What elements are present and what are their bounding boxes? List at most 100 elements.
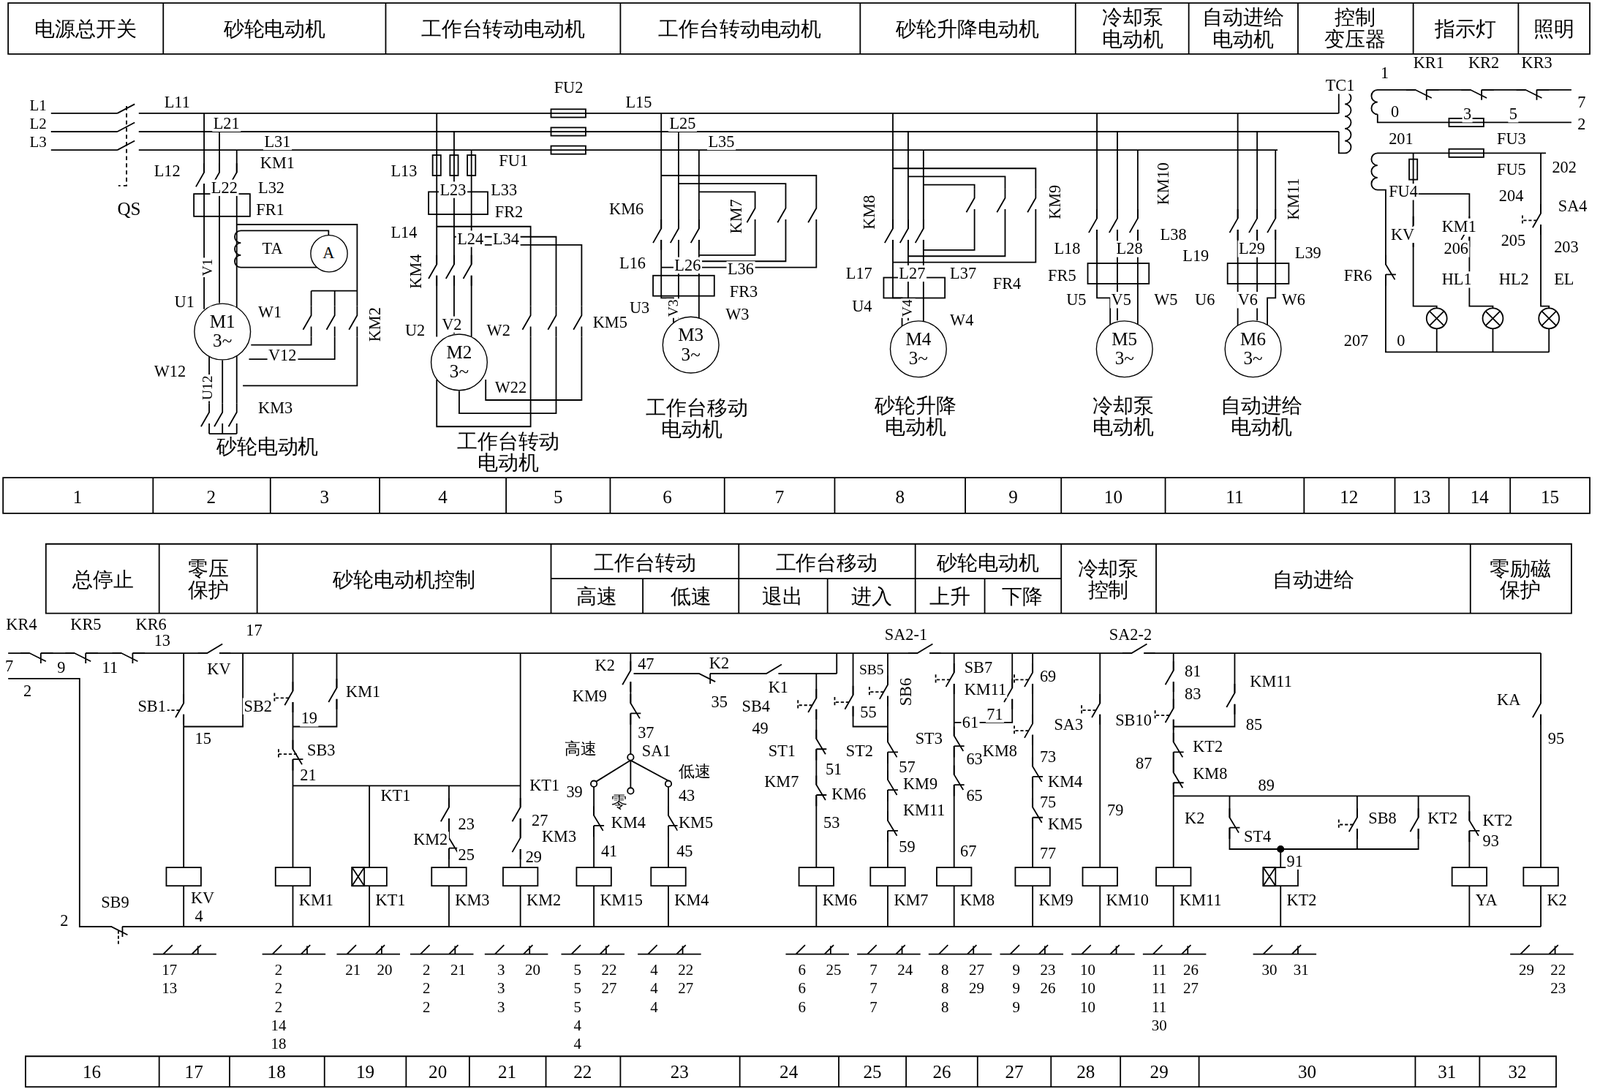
terminal-label: SB7 [963, 658, 994, 675]
table-cell: 工作台转动电动机 [420, 18, 586, 39]
circuit-symbol [1081, 693, 1103, 725]
terminal-label: 5 [1507, 106, 1519, 123]
terminal-label: U3 [628, 299, 651, 316]
contact-table-number: 13 [160, 981, 179, 997]
terminal-label: 51 [824, 761, 843, 778]
terminal-label: 47 [636, 655, 656, 673]
terminal-label: KM9 [902, 775, 939, 792]
terminal-label: KM6 [608, 201, 645, 218]
contact-table-number: 21 [344, 963, 362, 979]
circuit-symbol [431, 867, 466, 886]
terminal-label: V12 [267, 346, 298, 363]
wire [892, 168, 1036, 189]
ammeter-symbol: A [310, 234, 349, 273]
contact-table-number: 4 [649, 963, 659, 979]
terminal-label: 67 [959, 843, 978, 860]
terminal-label: 91 [1285, 853, 1304, 870]
terminal-label: L1 [28, 97, 48, 114]
column-number: 26 [931, 1062, 953, 1081]
circuit-symbol [1027, 188, 1039, 220]
terminal-label: 高速 [563, 740, 598, 757]
contact-table-number: 20 [375, 963, 394, 979]
wire [183, 653, 1541, 927]
table-cell: 工作台移动 [774, 552, 879, 573]
circuit-symbol [440, 797, 452, 829]
terminal-label: 1 [1379, 65, 1391, 82]
column-number: 24 [778, 1062, 800, 1081]
contact-table-number: 20 [524, 963, 542, 979]
terminal-label: SB6 [897, 676, 915, 707]
wire [665, 780, 672, 787]
terminal-label: 77 [1039, 844, 1058, 861]
circuit-symbol [336, 944, 400, 955]
table-cell: 冷却泵 控制 [1073, 557, 1143, 602]
terminal-label: 204 [1497, 187, 1524, 205]
terminal-label: 85 [1244, 716, 1263, 733]
terminal-label: KM5 [1047, 816, 1084, 833]
circuit-symbol [1155, 699, 1177, 730]
terminal-label: 13 [152, 632, 172, 649]
terminal-label: W6 [1280, 291, 1307, 308]
terminal-label: 79 [1106, 802, 1125, 819]
terminal-label: K2 [1183, 810, 1206, 827]
terminal-label: 93 [1481, 832, 1500, 849]
terminal-label: FU5 [1496, 160, 1527, 177]
terminal-label: KM4 [408, 253, 425, 290]
column-number: 19 [355, 1062, 376, 1081]
terminal-label: KM8 [861, 193, 878, 231]
column-number: 21 [497, 1062, 518, 1081]
circuit-symbol [1142, 944, 1207, 955]
terminal-label: SB3 [306, 741, 337, 758]
circuit-symbol [857, 944, 921, 955]
circuit-symbol [1452, 867, 1487, 886]
terminal-label: KR1 [1412, 54, 1445, 71]
terminal-label: 57 [897, 759, 917, 776]
terminal-label: 0 [1395, 332, 1407, 349]
terminal-label: 83 [1183, 685, 1203, 703]
terminal-label: SB2 [242, 697, 273, 714]
wire [242, 336, 357, 386]
circuit-symbol [813, 775, 827, 807]
circuit-symbol [576, 867, 611, 886]
wire [117, 930, 120, 946]
terminal-label: 49 [751, 720, 770, 737]
column-number: 7 [773, 487, 785, 507]
terminal-label: FR5 [1047, 267, 1078, 284]
terminal-label: KM4 [609, 814, 647, 831]
motor-symbol: M4 3~ [889, 320, 947, 378]
terminal-label: 2 [22, 682, 33, 700]
terminal-label: 75 [1039, 794, 1058, 811]
table-cell: 下降 [1001, 585, 1045, 607]
terminal-label: 73 [1039, 748, 1058, 765]
terminal-label: ST4 [1243, 828, 1273, 845]
contact-table-number: 4 [572, 1017, 583, 1034]
circuit-symbol [262, 944, 327, 955]
terminal-label: KM8 [981, 742, 1018, 760]
circuit-symbol [551, 108, 586, 118]
terminal-label: 7 [4, 658, 15, 675]
terminal-label: L19 [1181, 247, 1211, 264]
circuit-symbol [785, 944, 849, 955]
terminal-label: L31 [263, 133, 292, 150]
column-number: 31 [1436, 1062, 1458, 1081]
circuit-symbol [278, 740, 303, 771]
terminal-label: 55 [859, 704, 878, 721]
wire [25, 1055, 1557, 1087]
contact-table-number: 5 [572, 999, 583, 1015]
wire [661, 175, 817, 199]
circuit-symbol [1538, 307, 1560, 329]
circuit-symbol [547, 306, 559, 338]
terminal-label: K2 [1545, 892, 1568, 909]
terminal-label: 工作台转动 电动机 [451, 430, 566, 474]
terminal-label: L13 [389, 163, 419, 180]
contact-table-number: 22 [1549, 963, 1568, 979]
contact-table-number: 7 [868, 981, 879, 997]
contact-table-number: 26 [1182, 963, 1200, 979]
terminal-label: FR4 [991, 275, 1022, 292]
circuit-symbol [808, 198, 820, 230]
terminal-label: 39 [565, 783, 584, 800]
wire [653, 275, 715, 297]
terminal-label: U1 [173, 293, 196, 311]
column-number: 5 [552, 487, 564, 507]
